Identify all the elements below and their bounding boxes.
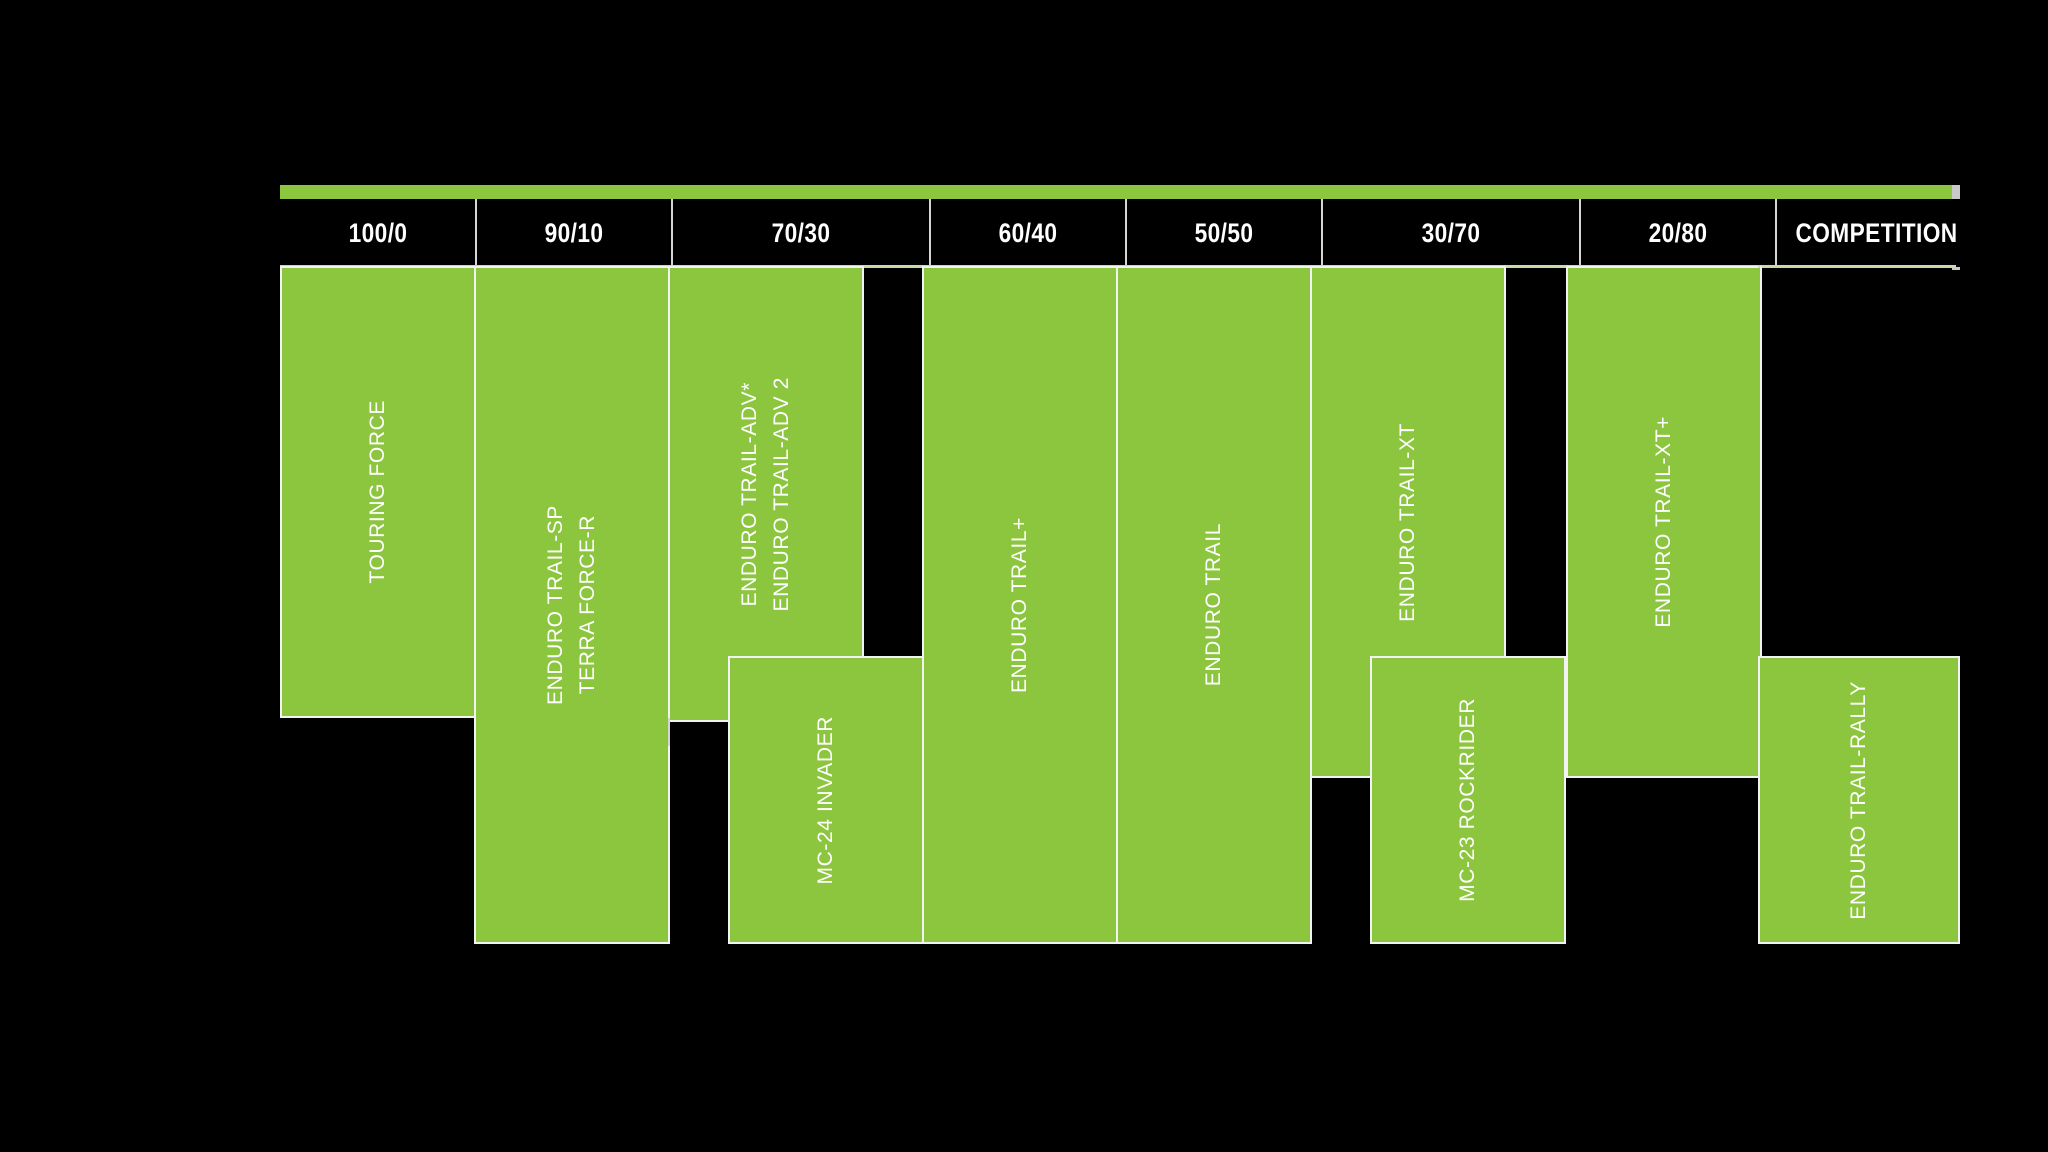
top-rule-end-cap bbox=[1952, 185, 1960, 199]
bar-label-enduro-trail-rally: ENDURO TRAIL-RALLY bbox=[1846, 680, 1870, 920]
header-cell-5[interactable]: 30/70 bbox=[1322, 199, 1580, 267]
bar-terra-force-r-enduro-trail-sp[interactable]: TERRA FORCE-R ENDURO TRAIL-SP bbox=[474, 266, 670, 944]
bar-enduro-trail-rally[interactable]: ENDURO TRAIL-RALLY bbox=[1758, 656, 1960, 944]
bar-label-enduro-trail-plus: ENDURO TRAIL+ bbox=[1007, 516, 1031, 694]
bar-label-enduro-trail-adv: ENDURO TRAIL-ADV* bbox=[737, 381, 761, 607]
header-divider-2 bbox=[929, 199, 931, 267]
bar-label-wrap-70-30: ENDURO TRAIL-ADV 2 ENDURO TRAIL-ADV* bbox=[670, 268, 862, 720]
header-label-1: 90/10 bbox=[544, 217, 604, 248]
header-label-2: 70/30 bbox=[771, 217, 831, 248]
bar-label-wrap-90-10: TERRA FORCE-R ENDURO TRAIL-SP bbox=[476, 268, 668, 942]
header-divider-0 bbox=[475, 199, 477, 267]
bar-enduro-trail-xt-plus[interactable]: ENDURO TRAIL-XT+ bbox=[1566, 266, 1762, 778]
bar-touring-force[interactable]: TOURING FORCE bbox=[280, 266, 476, 718]
header-cell-0[interactable]: 100/0 bbox=[280, 199, 476, 267]
header-label-7: COMPETITION bbox=[1794, 217, 1958, 248]
header-cell-7[interactable]: COMPETITION bbox=[1776, 199, 1976, 267]
bar-enduro-trail-plus[interactable]: ENDURO TRAIL+ bbox=[922, 266, 1118, 944]
ratio-header-band: 100/0 90/10 70/30 60/40 50/50 30/70 20/8… bbox=[280, 199, 1960, 267]
bar-label-wrap-mc-24-invader: MC-24 INVADER bbox=[730, 658, 922, 942]
bar-label-enduro-trail-xt: ENDURO TRAIL-XT bbox=[1395, 422, 1419, 622]
bar-label-mc-23-rockrider: MC-23 ROCKRIDER bbox=[1455, 698, 1479, 902]
header-cell-2[interactable]: 70/30 bbox=[672, 199, 930, 267]
column-guide-competition bbox=[1758, 266, 1760, 268]
bar-label-wrap-mc-23-rockrider: MC-23 ROCKRIDER bbox=[1372, 658, 1564, 942]
header-label-5: 30/70 bbox=[1421, 217, 1481, 248]
bar-label-touring-force: TOURING FORCE bbox=[365, 400, 389, 584]
bar-label-enduro-trail: ENDURO TRAIL bbox=[1201, 523, 1225, 687]
header-cell-3[interactable]: 60/40 bbox=[930, 199, 1126, 267]
bar-label-wrap-enduro-trail-plus: ENDURO TRAIL+ bbox=[924, 268, 1116, 942]
bar-label-wrap-touring-force: TOURING FORCE bbox=[282, 268, 474, 716]
header-cell-1[interactable]: 90/10 bbox=[476, 199, 672, 267]
header-divider-1 bbox=[671, 199, 673, 267]
header-cell-6[interactable]: 20/80 bbox=[1580, 199, 1776, 267]
header-cell-4[interactable]: 50/50 bbox=[1126, 199, 1322, 267]
header-divider-5 bbox=[1579, 199, 1581, 267]
bar-mc-24-invader[interactable]: MC-24 INVADER bbox=[728, 656, 924, 944]
column-guide-70-30 bbox=[668, 718, 670, 746]
header-label-6: 20/80 bbox=[1648, 217, 1708, 248]
header-label-3: 60/40 bbox=[998, 217, 1058, 248]
bar-label-mc-24-invader: MC-24 INVADER bbox=[813, 715, 837, 885]
bar-label-enduro-trail-sp: ENDURO TRAIL-SP bbox=[543, 505, 567, 705]
top-accent-rule bbox=[280, 185, 1956, 199]
bar-label-wrap-enduro-trail: ENDURO TRAIL bbox=[1118, 268, 1310, 942]
header-label-0: 100/0 bbox=[348, 217, 408, 248]
bar-label-wrap-enduro-trail-rally: ENDURO TRAIL-RALLY bbox=[1760, 658, 1958, 942]
bar-label-enduro-trail-xt-plus: ENDURO TRAIL-XT+ bbox=[1651, 416, 1675, 628]
header-divider-4 bbox=[1321, 199, 1323, 267]
bar-label-enduro-trail-adv-2: ENDURO TRAIL-ADV 2 bbox=[770, 376, 793, 612]
bar-enduro-trail-adv2-adv[interactable]: ENDURO TRAIL-ADV 2 ENDURO TRAIL-ADV* bbox=[668, 266, 864, 722]
header-divider-3 bbox=[1125, 199, 1127, 267]
bar-label-wrap-enduro-trail-xt-plus: ENDURO TRAIL-XT+ bbox=[1568, 268, 1760, 776]
bar-label-terra-force-r: TERRA FORCE-R bbox=[576, 515, 599, 695]
header-divider-6 bbox=[1775, 199, 1777, 267]
header-label-4: 50/50 bbox=[1194, 217, 1254, 248]
bar-mc-23-rockrider[interactable]: MC-23 ROCKRIDER bbox=[1370, 656, 1566, 944]
bar-enduro-trail[interactable]: ENDURO TRAIL bbox=[1116, 266, 1312, 944]
